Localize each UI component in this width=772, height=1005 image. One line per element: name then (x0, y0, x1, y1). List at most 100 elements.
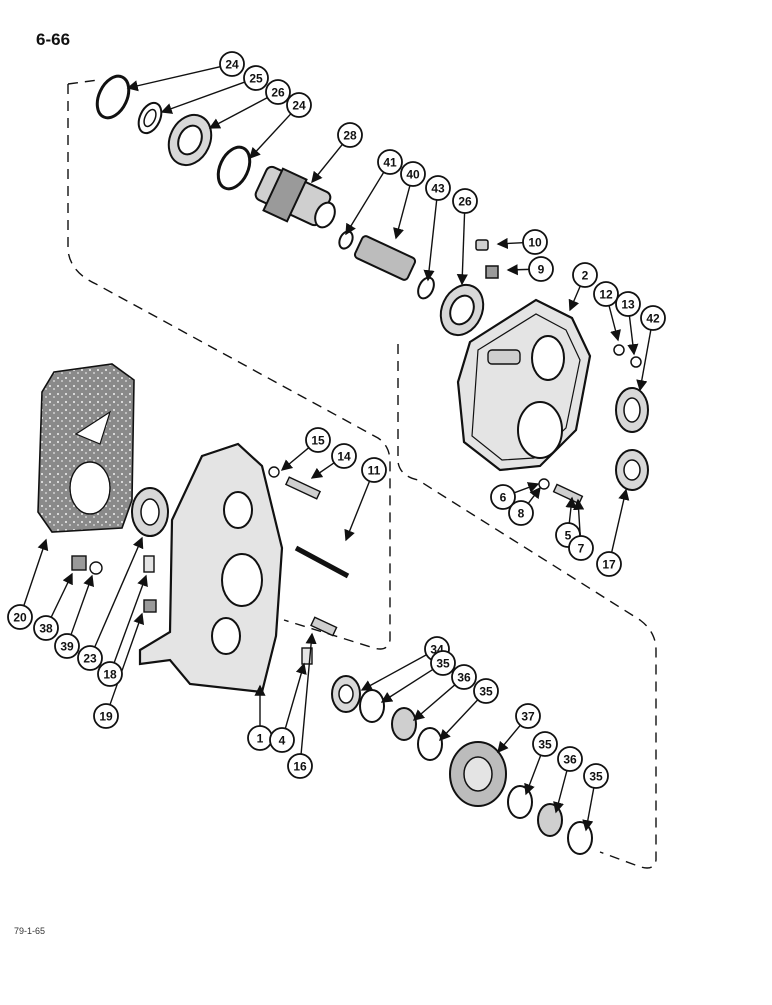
callout-number: 19 (99, 710, 113, 724)
figure-code: 79-1-65 (14, 926, 46, 936)
callout-number: 7 (578, 542, 585, 556)
leader-line (393, 185, 411, 240)
callout-23: 23 (77, 645, 103, 671)
leader-line (514, 482, 540, 494)
leader-line (524, 754, 542, 796)
callout-24: 24 (286, 92, 312, 118)
callout-number: 11 (368, 464, 381, 478)
leader-line (280, 447, 310, 471)
callout-18: 18 (97, 661, 123, 687)
lockwasher-13 (630, 356, 642, 368)
callout-38: 38 (33, 615, 59, 641)
bearing-26-lower (439, 283, 485, 337)
callout-circle (615, 291, 641, 317)
callout-12: 12 (593, 281, 619, 307)
seal-23 (131, 487, 169, 537)
callout-number: 41 (383, 156, 397, 170)
leader-line (380, 668, 434, 703)
leader-line (249, 113, 292, 160)
leader-line (636, 329, 652, 392)
callout-4: 4 (269, 727, 295, 753)
callout-circle (400, 161, 426, 187)
idler-gear-37 (449, 741, 507, 807)
callout-number: 15 (311, 434, 325, 448)
stud-11 (294, 545, 350, 579)
callout-17: 17 (596, 551, 622, 577)
thrust-washer-35-a (359, 689, 385, 723)
callout-circle (97, 661, 123, 687)
callout-number: 6 (500, 491, 507, 505)
callout-circle (572, 262, 598, 288)
plug-10 (475, 239, 489, 251)
callout-circle (77, 645, 103, 671)
thrust-washer-35-c (507, 785, 533, 819)
leader-line (360, 654, 427, 691)
callout-number: 24 (292, 99, 306, 113)
leader-line (70, 574, 94, 635)
callout-35: 35 (583, 763, 609, 789)
callout-36: 36 (557, 746, 583, 772)
callout-circle (361, 457, 387, 483)
callout-28: 28 (337, 122, 363, 148)
washer-39 (89, 561, 103, 575)
callout-number: 4 (279, 734, 286, 748)
callout-6: 6 (490, 484, 516, 510)
leader-line (627, 315, 639, 356)
callout-circle (287, 753, 313, 779)
dashed-assembly-boundary (67, 79, 657, 869)
leader-line (109, 612, 145, 705)
callout-43: 43 (425, 175, 451, 201)
callout-circle (593, 281, 619, 307)
leader-line (126, 66, 221, 92)
callout-number: 39 (60, 640, 74, 654)
callout-26: 26 (452, 188, 478, 214)
thrust-bearing-36-a (391, 707, 417, 741)
callout-number: 10 (528, 236, 542, 250)
leader-line (94, 536, 144, 648)
callout-35: 35 (430, 650, 456, 676)
washer-43 (417, 276, 435, 300)
callout-35: 35 (532, 731, 558, 757)
callout-9: 9 (528, 256, 554, 282)
callout-circle (331, 443, 357, 469)
callout-number: 35 (538, 738, 552, 752)
leader-line (310, 462, 335, 479)
dowel-4 (301, 647, 313, 665)
callout-number: 43 (431, 182, 445, 196)
callout-circle (490, 484, 516, 510)
callout-number: 5 (565, 529, 572, 543)
callout-number: 25 (249, 72, 263, 86)
callout-number: 26 (458, 195, 472, 209)
callout-circle (425, 175, 451, 201)
thrust-washer-35-b (417, 727, 443, 761)
callout-number: 8 (518, 507, 525, 521)
callout-1: 1 (247, 725, 273, 751)
washer-6 (538, 478, 550, 490)
callout-7: 7 (568, 535, 594, 561)
leader-line (423, 199, 438, 282)
housing-cover-2 (456, 298, 592, 472)
leader-line (311, 143, 343, 184)
leader-line (506, 264, 530, 276)
callout-number: 18 (103, 668, 117, 682)
bearing-17 (615, 449, 649, 491)
callout-number: 17 (602, 558, 616, 572)
callout-11: 11 (361, 457, 387, 483)
callout-24: 24 (219, 51, 245, 77)
washer-25 (137, 101, 163, 135)
callout-number: 14 (337, 450, 351, 464)
callout-circle (508, 500, 534, 526)
leader-line (527, 486, 541, 504)
callout-circle (515, 703, 541, 729)
callout-circle (557, 746, 583, 772)
leader-line (412, 684, 456, 721)
leader-line (553, 770, 568, 814)
callout-circle (452, 188, 478, 214)
callout-25: 25 (243, 65, 269, 91)
leader-line (565, 496, 577, 524)
snap-ring-24-upper (95, 74, 131, 120)
leader-line (208, 96, 268, 129)
callout-40: 40 (400, 161, 426, 187)
callout-number: 28 (343, 129, 357, 143)
